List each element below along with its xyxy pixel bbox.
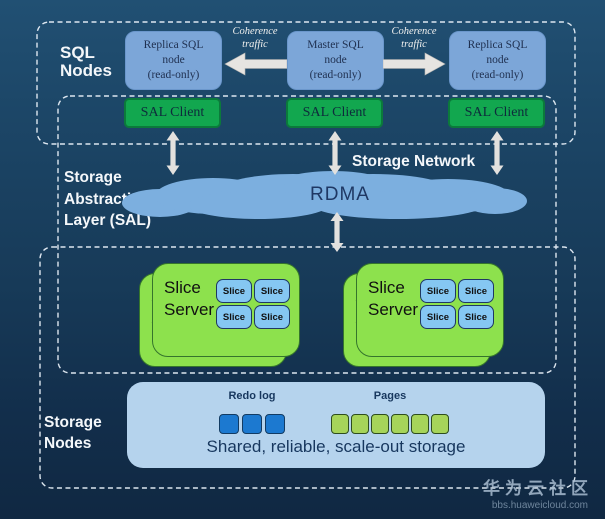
slice-chip: Slice (254, 279, 290, 303)
double-arrow-right-icon (490, 131, 504, 175)
sal-client-middle: SAL Client (286, 98, 383, 128)
double-arrow-cloud-storage-icon (330, 212, 344, 252)
page-segment (331, 414, 349, 434)
slice-chip: Slice (458, 305, 494, 329)
storage-nodes-region-border (39, 246, 576, 489)
redo-log-segment (242, 414, 262, 434)
storage-caption: Shared, reliable, scale-out storage (206, 437, 466, 456)
left-coherence-arrow-icon (224, 52, 287, 76)
right-coherence-arrow-icon (383, 52, 446, 76)
rdma-label: RDMA (310, 184, 370, 205)
page-segment (351, 414, 369, 434)
slice-server-group-left: Slice Server Slice Server Slice Slice Sl… (139, 263, 300, 367)
pages-label: Pages (373, 390, 407, 402)
slice-chip: Slice (420, 305, 456, 329)
slice-chip: Slice (458, 279, 494, 303)
storage-nodes-region-label: Storage Nodes (44, 414, 102, 452)
double-arrow-middle-icon (328, 131, 342, 175)
page-segment (371, 414, 389, 434)
page-segment (431, 414, 449, 434)
shared-storage-box: Redo log Pages Shared, reliable, scale-o… (127, 382, 545, 468)
slice-chip: Slice (254, 305, 290, 329)
sal-client-left: SAL Client (124, 98, 221, 128)
slice-chip: Slice (420, 279, 456, 303)
slice-chip-grid: Slice Slice Slice Slice (420, 279, 494, 329)
slice-server-card-front: Slice Server Slice Slice Slice Slice (152, 263, 300, 357)
double-arrow-left-icon (166, 131, 180, 175)
redo-log-segment (219, 414, 239, 434)
slice-server-card-front: Slice Server Slice Slice Slice Slice (356, 263, 504, 357)
sql-nodes-region-label: SQL Nodes (60, 43, 112, 80)
slice-server-title: Slice Server (368, 278, 419, 320)
slice-server-group-right: Slice Server Slice Server Slice Slice Sl… (343, 263, 504, 367)
watermark-url: bbs.huaweicloud.com (491, 500, 588, 511)
redo-log-label: Redo log (228, 390, 276, 402)
storage-network-label: Storage Network (352, 153, 476, 170)
replica-sql-node-right: Replica SQL node (read-only) (449, 31, 546, 90)
redo-log-segment (265, 414, 285, 434)
slice-chip: Slice (216, 279, 252, 303)
page-segment (391, 414, 409, 434)
replica-sql-node-left: Replica SQL node (read-only) (125, 31, 222, 90)
master-sql-node: Master SQL node (read-only) (287, 31, 384, 90)
rdma-cloud-icon (122, 171, 527, 219)
watermark: 华为云社区 bbs.huaweicloud.com (483, 474, 588, 511)
sql-nodes-region-border (36, 21, 576, 145)
slice-server-title: Slice Server (164, 278, 215, 320)
coherence-traffic-label-right: Coherence traffic (391, 26, 437, 51)
watermark-title: 华为云社区 (483, 479, 593, 498)
coherence-traffic-label-left: Coherence traffic (232, 26, 278, 51)
sal-client-right: SAL Client (448, 98, 545, 128)
slice-chip-grid: Slice Slice Slice Slice (216, 279, 290, 329)
page-segment (411, 414, 429, 434)
slice-chip: Slice (216, 305, 252, 329)
